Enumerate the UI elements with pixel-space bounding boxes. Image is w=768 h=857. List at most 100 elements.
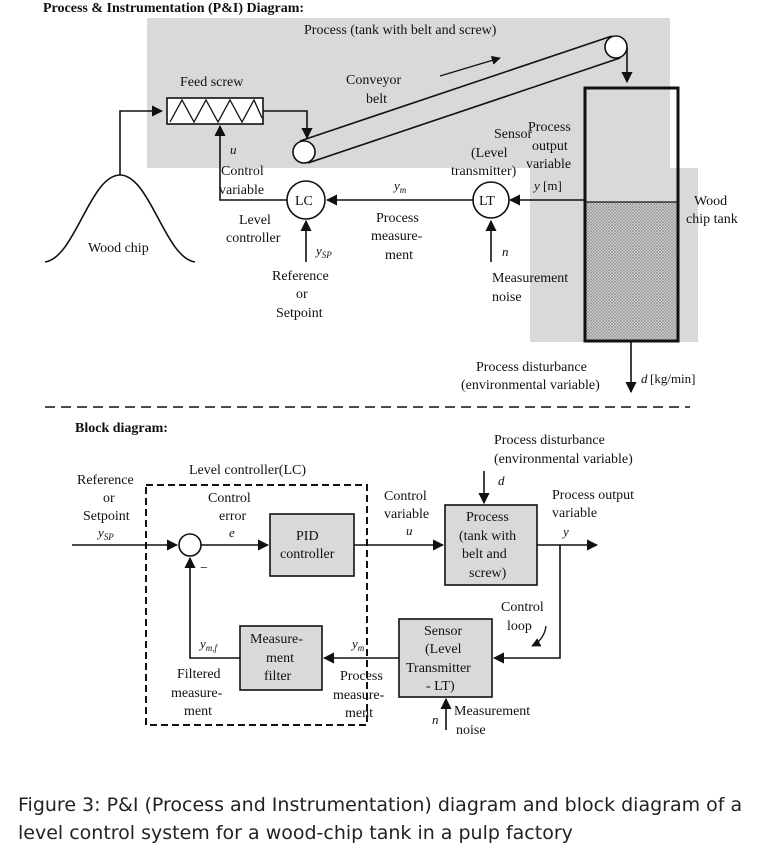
block-control-variable-1: Control — [384, 489, 427, 504]
control-loop-arrow — [531, 625, 547, 647]
block-y-symbol: y — [561, 524, 569, 539]
pi-ym-symbol: ym — [392, 178, 407, 195]
pi-d-unit: [kg/min] — [650, 371, 696, 386]
pi-level-controller-1: Level — [239, 213, 271, 228]
block-noise-symbol: n — [432, 712, 439, 727]
control-loop-1: Control — [501, 600, 544, 615]
pid-label-2: controller — [280, 547, 335, 562]
block-measurement-2: measure- — [333, 688, 385, 703]
block-reference-1: Reference — [77, 473, 134, 488]
level-controller-label: Level controller(LC) — [189, 463, 306, 478]
process-area-label: Process (tank with belt and screw) — [304, 23, 497, 38]
conveyor-label-2: belt — [366, 92, 387, 107]
pid-label-1: PID — [296, 529, 319, 544]
pi-y-unit: [m] — [543, 178, 562, 193]
pi-reference-1: Reference — [272, 269, 329, 284]
block-noise-label-1: Measurement — [454, 704, 530, 719]
pi-measurement-label-1: Process — [376, 211, 419, 226]
e-symbol: e — [229, 525, 235, 540]
block-sensor-1: Sensor — [424, 624, 462, 639]
output-label-3: variable — [526, 157, 571, 172]
filter-to-sum-line — [184, 556, 240, 659]
pi-noise-label-1: Measurement — [492, 271, 568, 286]
process-label-3: belt and — [462, 547, 507, 562]
belt-bottom — [307, 57, 621, 164]
pi-u-symbol: u — [230, 142, 237, 157]
pi-level-controller-2: controller — [226, 231, 281, 246]
pi-d-symbol: d — [641, 371, 648, 386]
figure-caption-line-2: level control system for a wood-chip tan… — [18, 822, 573, 844]
output-label-2: output — [532, 139, 568, 154]
pi-y-symbol: y — [532, 178, 540, 193]
measurement-filter-block — [239, 625, 323, 691]
pi-control-variable-2: variable — [219, 183, 264, 198]
filter-label-2: ment — [266, 651, 294, 666]
summing-junction — [178, 533, 202, 557]
sensor-label-2: (Level — [471, 146, 508, 161]
filtered-label-3: ment — [184, 704, 212, 719]
minus-sign: − — [200, 561, 208, 576]
wood-chip-label: Wood chip — [88, 241, 149, 256]
sensor-label-3: transmitter) — [451, 164, 517, 179]
tank-fill — [586, 202, 677, 340]
block-reference-3: Setpoint — [83, 509, 130, 524]
block-d-symbol: d — [498, 473, 505, 488]
belt-pulley-right — [604, 35, 628, 59]
block-disturbance-1: Process disturbance — [494, 433, 605, 448]
control-error-1: Control — [208, 491, 251, 506]
block-reference-2: or — [103, 491, 115, 506]
process-label-2: (tank with — [459, 529, 516, 544]
block-diagram: Block diagram: Level controller(LC) Refe… — [72, 421, 634, 738]
control-loop-2: loop — [507, 619, 532, 634]
filter-label-3: filter — [264, 669, 292, 684]
block-measurement-3: ment — [345, 706, 373, 721]
block-ysp-symbol: ySP — [96, 525, 114, 542]
block-sensor-2: (Level — [425, 642, 462, 657]
control-error-2: error — [219, 509, 247, 524]
pi-noise-label-2: noise — [492, 290, 522, 305]
sensor-label-1: Sensor — [494, 127, 532, 142]
filtered-label-2: measure- — [171, 686, 223, 701]
feed-screw-zigzag — [169, 98, 263, 124]
pi-heading: Process & Instrumentation (P&I) Diagram: — [43, 1, 304, 16]
feed-screw-label: Feed screw — [180, 75, 244, 90]
block-noise-label-2: noise — [456, 723, 486, 738]
process-output-1: Process output — [552, 488, 634, 503]
tank-label-1: Wood — [694, 194, 727, 209]
block-ym-symbol: ym — [350, 636, 365, 653]
pi-diagram: Process & Instrumentation (P&I) Diagram:… — [43, 1, 738, 394]
feedback-to-sensor-line — [492, 545, 561, 664]
figure-caption-line-1: Figure 3: P&I (Process and Instrumentati… — [18, 794, 742, 816]
pid-controller-block — [269, 513, 355, 577]
pi-noise-symbol: n — [502, 244, 509, 259]
lc-to-screw-line — [214, 124, 287, 201]
lt-label: LT — [479, 194, 495, 209]
pi-measurement-label-3: ment — [385, 248, 413, 263]
screw-to-belt-line — [263, 110, 313, 140]
belt-direction-arrow — [439, 55, 501, 77]
pi-reference-3: Setpoint — [276, 306, 323, 321]
filtered-label-1: Filtered — [177, 667, 221, 682]
belt-top — [299, 35, 613, 142]
block-sensor-3: Transmitter — [406, 661, 471, 676]
output-label-1: Process — [528, 120, 571, 135]
block-disturbance-2: (environmental variable) — [494, 452, 633, 467]
block-sensor-4: - LT) — [426, 679, 455, 694]
sensor-block — [398, 618, 493, 698]
block-control-variable-2: variable — [384, 507, 429, 522]
block-ymf-symbol: ym,f — [198, 636, 219, 653]
level-controller-boundary — [145, 484, 368, 726]
belt-pulley-left — [292, 140, 316, 164]
pi-ysp-symbol: ySP — [314, 243, 332, 260]
block-heading: Block diagram: — [75, 421, 168, 436]
filter-label-1: Measure- — [250, 632, 303, 647]
pi-reference-2: or — [296, 287, 308, 302]
process-block — [444, 504, 538, 586]
pi-measurement-label-2: measure- — [371, 229, 423, 244]
pile-to-screw-line — [119, 105, 164, 175]
pi-disturbance-1: Process disturbance — [476, 360, 587, 375]
lc-label: LC — [295, 194, 313, 209]
process-area — [147, 18, 698, 342]
process-label-4: screw) — [469, 566, 507, 581]
